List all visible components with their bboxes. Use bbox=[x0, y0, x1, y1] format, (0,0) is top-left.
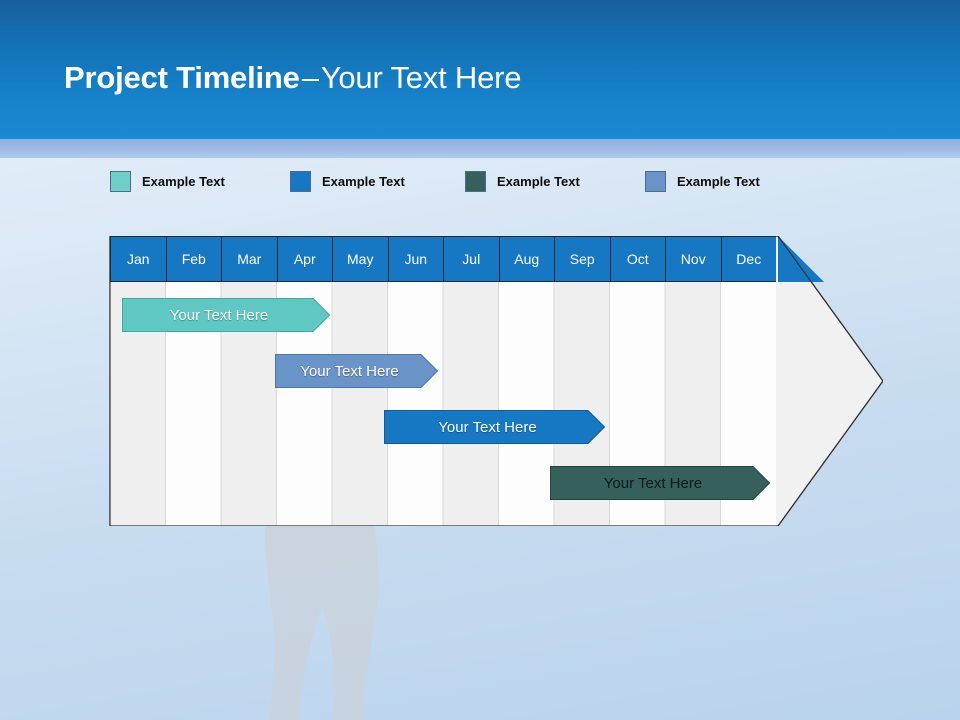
month-label: Jan bbox=[126, 251, 150, 267]
task-bar-label: Your Text Here bbox=[300, 362, 399, 380]
month-label: Dec bbox=[736, 251, 762, 267]
month-label: Sep bbox=[569, 251, 595, 267]
legend-label-1: Example Text bbox=[142, 173, 225, 189]
month-header-mar[interactable]: Mar bbox=[221, 236, 277, 282]
legend-swatch-icon-1 bbox=[110, 170, 131, 192]
page-title-bold: Project Timeline bbox=[64, 60, 300, 95]
task-bar-3[interactable]: Your Text Here bbox=[384, 410, 605, 444]
month-label: Oct bbox=[626, 251, 649, 267]
month-label: Aug bbox=[514, 251, 540, 267]
month-label: Jun bbox=[404, 251, 428, 267]
task-bar-shape bbox=[384, 410, 605, 444]
legend-item-1[interactable]: Example Text bbox=[110, 169, 225, 193]
month-label: Mar bbox=[237, 251, 262, 267]
task-bar-1[interactable]: Your Text Here bbox=[122, 298, 330, 332]
month-label: Jul bbox=[462, 251, 481, 267]
month-header-sep[interactable]: Sep bbox=[554, 236, 610, 282]
month-header-apr[interactable]: Apr bbox=[276, 236, 332, 282]
month-label: Nov bbox=[680, 251, 706, 267]
legend-label-4: Example Text bbox=[677, 173, 760, 189]
title-banner bbox=[0, 0, 960, 139]
page-title-dash: – bbox=[301, 60, 319, 95]
task-bar-4[interactable]: Your Text Here bbox=[550, 466, 770, 500]
timeline-chart: Jan Feb Mar Apr May Jun Jul Aug Sep Oct Nov Dec You… bbox=[108, 236, 883, 526]
month-header-feb[interactable]: Feb bbox=[165, 236, 221, 282]
task-bar-label: Your Text Here bbox=[603, 474, 703, 492]
task-bar-shape bbox=[550, 466, 770, 500]
legend-label-2: Example Text bbox=[322, 173, 405, 189]
task-bar-label: Your Text Here bbox=[169, 306, 269, 324]
legend-item-3[interactable]: Example Text bbox=[465, 169, 580, 193]
legend-swatch-icon-2 bbox=[290, 170, 311, 192]
task-bar-2[interactable]: Your Text Here bbox=[275, 354, 438, 388]
page-title: Project Timeline–Your Text Here bbox=[64, 60, 521, 96]
month-header-dec[interactable]: Dec bbox=[720, 236, 776, 282]
legend-item-2[interactable]: Example Text bbox=[290, 169, 405, 193]
page-title-rest: Your Text Here bbox=[320, 60, 522, 95]
legend-label-3: Example Text bbox=[497, 173, 580, 189]
month-label: Feb bbox=[181, 251, 206, 267]
month-header-may[interactable]: May bbox=[332, 236, 388, 282]
timeline-arrow-body bbox=[109, 236, 883, 526]
month-header-jun[interactable]: Jun bbox=[387, 236, 443, 282]
task-bar-shape bbox=[122, 298, 330, 332]
month-header-aug[interactable]: Aug bbox=[498, 236, 554, 282]
legend-item-4[interactable]: Example Text bbox=[645, 169, 760, 193]
legend-swatch-icon-3 bbox=[465, 170, 486, 192]
month-header-jul[interactable]: Jul bbox=[443, 236, 499, 282]
task-bar-shape bbox=[275, 354, 438, 388]
month-label: Apr bbox=[293, 251, 316, 267]
banner-accent-strip bbox=[0, 139, 960, 158]
month-header-nov[interactable]: Nov bbox=[665, 236, 721, 282]
month-header-oct[interactable]: Oct bbox=[609, 236, 665, 282]
month-header-jan[interactable]: Jan bbox=[110, 236, 166, 282]
task-bar-label: Your Text Here bbox=[438, 418, 537, 436]
legend-swatch-icon-4 bbox=[645, 170, 666, 192]
legend: Example Text Example Text Example Text E… bbox=[110, 169, 810, 193]
person-silhouette-decoration bbox=[265, 500, 379, 720]
month-label: May bbox=[347, 251, 374, 267]
